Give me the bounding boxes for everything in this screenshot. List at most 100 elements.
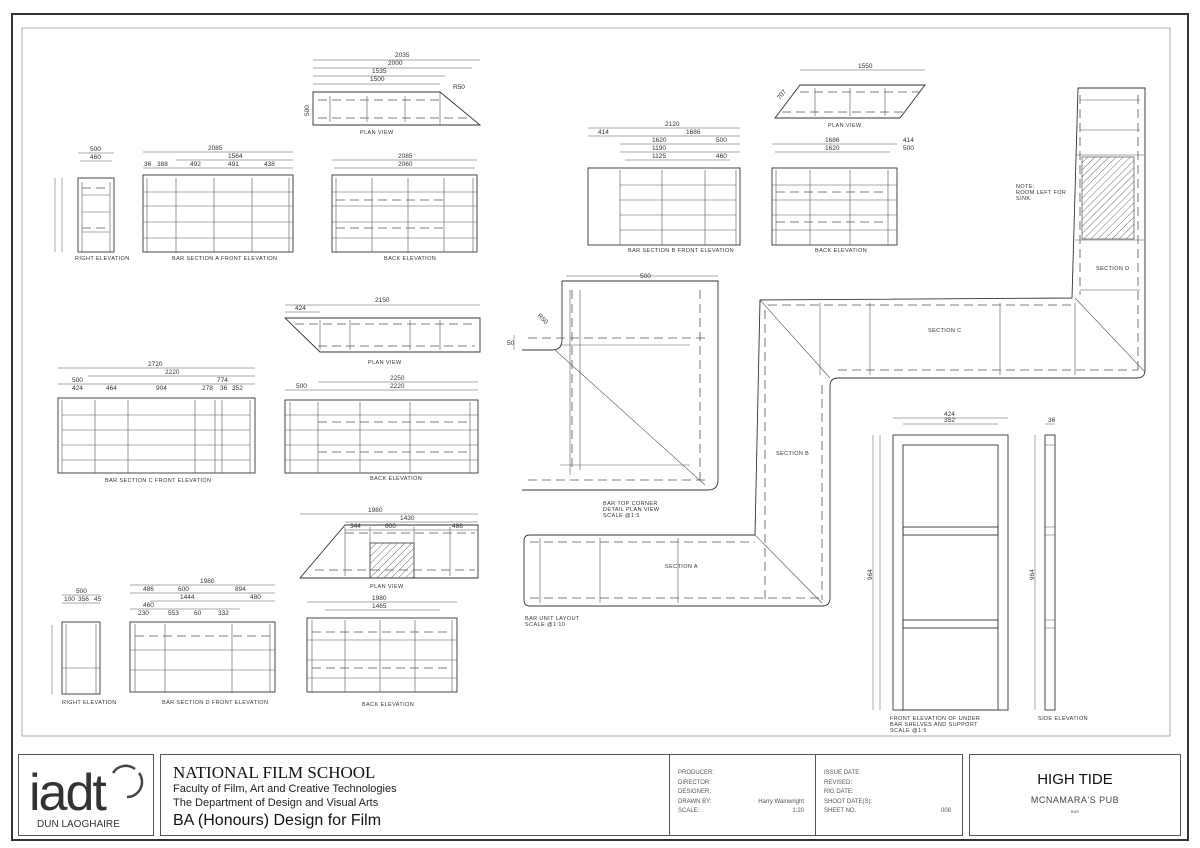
field-shoot-dates: SHOOT DATE(S): bbox=[824, 798, 873, 805]
section-a-back-elevation: 2085 2060 BACK ELEVATION bbox=[331, 153, 478, 262]
view-label: BAR SECTION A FRONT ELEVATION bbox=[172, 256, 277, 262]
dim-text: 707 bbox=[776, 88, 789, 101]
set-name: MCNAMARA'S PUB bbox=[1030, 795, 1120, 805]
dim-text: 500 bbox=[304, 105, 311, 116]
view-label: FRONT ELEVATION OF UNDER bbox=[890, 716, 980, 722]
date-fields: ISSUE DATE: REVISED: RIG DATE: SHOOT DAT… bbox=[815, 755, 963, 835]
field-director: DIRECTOR: bbox=[678, 779, 711, 786]
section-a-plan-view: 2035 2000 1535 1500 R50 500 PLAN VIEW bbox=[304, 52, 482, 136]
dim-text: 414 bbox=[598, 129, 609, 136]
view-label: BAR SECTION C FRONT ELEVATION bbox=[105, 478, 211, 484]
dim-text: 50 bbox=[507, 340, 515, 347]
dim-text: 774 bbox=[217, 377, 228, 384]
note-text: SINK bbox=[1016, 196, 1030, 202]
view-label: RIGHT ELEVATION bbox=[75, 256, 130, 262]
view-label: DETAIL PLAN VIEW bbox=[603, 507, 660, 513]
dim-text: 36 bbox=[1048, 417, 1056, 424]
view-label: PLAN VIEW bbox=[828, 123, 862, 129]
section-d-right-elevation: 500 100 356 45 RIGHT ELEVATION bbox=[51, 588, 117, 706]
dim-text: 352 bbox=[944, 417, 955, 424]
view-label: BACK ELEVATION bbox=[362, 702, 414, 708]
dim-text: 2120 bbox=[665, 121, 680, 128]
dim-text: 1190 bbox=[652, 145, 666, 152]
dim-text: 2220 bbox=[165, 369, 180, 376]
dim-text: 500 bbox=[90, 146, 101, 153]
bar-unit-layout: SECTION A SECTION B SECTION C SECTION D … bbox=[523, 87, 1146, 628]
dim-text: 2720 bbox=[148, 361, 163, 368]
drawing-frame bbox=[21, 27, 1171, 737]
section-label: SECTION D bbox=[1096, 266, 1130, 272]
field-rig-date: RIG DATE: bbox=[824, 789, 854, 795]
dim-text: 1980 bbox=[368, 507, 383, 514]
view-label: SIDE ELEVATION bbox=[1038, 716, 1088, 722]
dim-text: 1686 bbox=[825, 137, 840, 144]
dim-text: 278 bbox=[202, 385, 213, 392]
dim-text: 1620 bbox=[825, 145, 840, 152]
view-label: PLAN VIEW bbox=[360, 130, 394, 136]
view-label: BAR SECTION D FRONT ELEVATION bbox=[162, 700, 268, 706]
dim-text: 460 bbox=[90, 154, 101, 161]
dim-text: 492 bbox=[190, 161, 201, 168]
dim-text: 600 bbox=[385, 523, 396, 530]
dim-text: 464 bbox=[106, 385, 117, 392]
logo: iadt bbox=[29, 764, 107, 822]
note-text: NOTE: bbox=[1016, 184, 1035, 190]
dim-text: 424 bbox=[295, 305, 306, 312]
dim-text: 438 bbox=[264, 161, 275, 168]
view-label: PLAN VIEW bbox=[370, 584, 404, 590]
sink-space-hatch bbox=[1081, 156, 1135, 240]
dim-text: 2150 bbox=[375, 297, 390, 304]
dim-text: 500 bbox=[640, 273, 651, 280]
dim-text: 480 bbox=[250, 594, 261, 601]
section-b-plan-view: 1550 707 PLAN VIEW bbox=[774, 63, 926, 129]
dim-text: 1980 bbox=[372, 595, 387, 602]
dim-text: 491 bbox=[228, 161, 239, 168]
dim-text: 460 bbox=[716, 153, 727, 160]
dim-text: 45 bbox=[94, 596, 102, 603]
dim-text: 600 bbox=[178, 586, 189, 593]
dim-text: R50 bbox=[536, 312, 550, 326]
dim-text: 500 bbox=[296, 383, 307, 390]
logo-box: iadt DUN LAOGHAIRE bbox=[18, 754, 154, 836]
dim-text: 1125 bbox=[652, 153, 666, 160]
field-producer: PRODUCER: bbox=[678, 770, 715, 776]
section-c-plan-view: 2150 424 PLAN VIEW bbox=[283, 297, 481, 366]
dim-text: 2250 bbox=[390, 375, 405, 382]
dim-text: 1980 bbox=[200, 578, 215, 585]
view-label: RIGHT ELEVATION bbox=[62, 700, 117, 706]
dim-text: 2220 bbox=[390, 383, 405, 390]
dim-text: 1465 bbox=[372, 603, 387, 610]
dim-text: 460 bbox=[143, 602, 154, 609]
field-revised: REVISED: bbox=[824, 779, 853, 786]
view-label: BACK ELEVATION bbox=[384, 256, 436, 262]
view-label: BACK ELEVATION bbox=[815, 248, 867, 254]
dim-text: 356 bbox=[78, 596, 89, 603]
item-name: BAR bbox=[1070, 809, 1080, 814]
logo-subtitle: DUN LAOGHAIRE bbox=[37, 819, 120, 830]
dim-text: 332 bbox=[218, 610, 229, 617]
view-label: SCALE @1:5 bbox=[890, 728, 927, 734]
field-sheet-no: SHEET NO.008 bbox=[824, 808, 951, 814]
dim-text: 2060 bbox=[398, 161, 413, 168]
dim-text: 2085 bbox=[398, 153, 413, 160]
field-designer: DESIGNER: bbox=[678, 789, 712, 795]
dim-text: 1686 bbox=[686, 129, 701, 136]
dim-text: 2035 bbox=[395, 52, 410, 59]
field-scale: SCALE:1:20 bbox=[678, 808, 804, 814]
dim-text: 36 bbox=[220, 385, 228, 392]
view-label: BACK ELEVATION bbox=[370, 476, 422, 482]
dim-text: 424 bbox=[944, 411, 955, 418]
corner-detail-plan: 500 R50 50 BAR TOP CORNER DETAIL PLAN VI… bbox=[507, 273, 719, 519]
section-label: SECTION B bbox=[776, 451, 809, 457]
section-c-back-elevation: 2250 500 2220 BACK ELEVATION bbox=[284, 375, 479, 482]
dim-text: 388 bbox=[157, 161, 168, 168]
section-d-plan-view: 1980 1430 344 600 486 PLAN VIEW bbox=[299, 507, 479, 590]
dim-text: 352 bbox=[232, 385, 243, 392]
section-d-front-elevation: 1980 486 600 894 1444 480 460 230 553 60… bbox=[129, 578, 276, 706]
dim-text: 1564 bbox=[228, 153, 243, 160]
under-bar-front-elevation: 424 352 964 FRONT ELEVATION OF UNDER BAR… bbox=[867, 411, 1009, 734]
dim-text: 1535 bbox=[372, 68, 387, 75]
field-drawn-by: DRAWN BY:Harry Wainwright bbox=[678, 798, 804, 805]
dim-text: 500 bbox=[76, 588, 87, 595]
dim-text: 1444 bbox=[180, 594, 195, 601]
